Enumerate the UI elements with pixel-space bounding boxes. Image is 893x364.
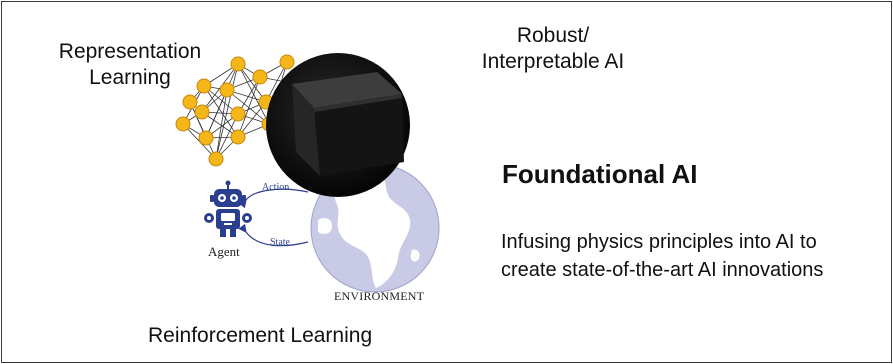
network-edge [226, 89, 270, 125]
network-node [208, 151, 224, 167]
network-edge [237, 76, 261, 138]
network-edge [189, 101, 217, 160]
network-node [175, 116, 191, 132]
network-edge [237, 63, 267, 103]
agent-label: Agent [208, 244, 240, 259]
network-node [230, 106, 246, 122]
representation-learning-label: Representation Learning [58, 40, 202, 89]
foundational-ai-title: Foundational AI [502, 159, 698, 189]
black-box-cube-icon [266, 53, 410, 197]
network-edge [215, 89, 228, 160]
network-node [194, 104, 210, 120]
robust-interpretable-ai-label: Robust/ Interpretable AI [481, 24, 625, 73]
state-label: State [270, 237, 290, 248]
robot-agent-icon [204, 180, 252, 237]
network-node [196, 78, 212, 94]
network-node [252, 69, 268, 85]
network-edge [265, 61, 288, 103]
network-node [279, 54, 295, 70]
action-label: Action [262, 182, 290, 193]
foundational-ai-description: Infusing physics principles into AI to c… [501, 231, 824, 281]
network-edge [205, 89, 228, 139]
network-node [182, 94, 198, 110]
network-edge [203, 85, 239, 138]
network-edge [215, 63, 239, 160]
environment-label: ENVIRONMENT [334, 289, 425, 303]
network-node [230, 129, 246, 145]
action-arrow [238, 188, 309, 209]
state-arrow [238, 223, 309, 247]
network-node [198, 130, 214, 146]
network-node [230, 56, 246, 72]
network-edge [215, 113, 239, 160]
reinforcement-learning-label: Reinforcement Learning [148, 324, 373, 347]
network-node [219, 82, 235, 98]
